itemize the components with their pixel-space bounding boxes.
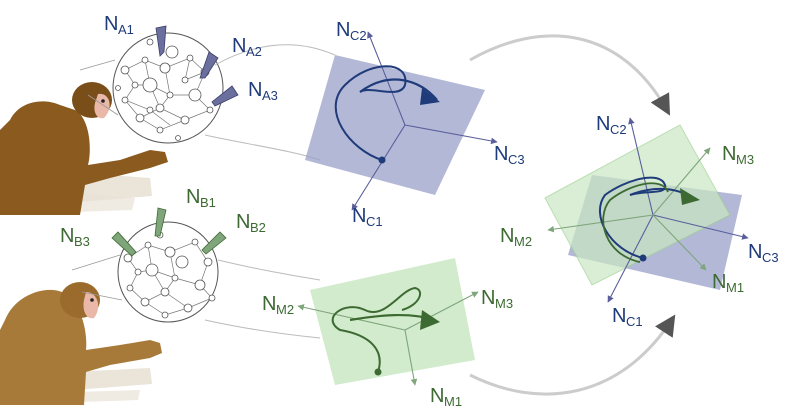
svg-text:N: N [748,241,762,263]
label-nm2-right: N M2 [500,225,532,249]
svg-text:C1: C1 [626,314,643,329]
svg-text:N: N [430,385,444,407]
svg-text:C1: C1 [366,214,383,229]
monkey-b-illustration [0,282,162,405]
label-nc1-right: N C1 [612,305,643,329]
svg-text:N: N [612,305,626,327]
svg-text:N: N [494,143,508,165]
svg-text:B1: B1 [200,195,216,210]
svg-text:N: N [500,225,514,247]
label-na2: N A2 [232,35,262,59]
svg-text:N: N [712,271,726,293]
label-nb1: N B1 [186,186,216,210]
neural-network-circle-b [71,207,321,339]
monkey-a-illustration [0,82,168,215]
svg-text:A1: A1 [118,22,134,37]
svg-text:N: N [186,186,200,208]
svg-text:N: N [236,211,250,233]
label-na1: N A1 [104,13,134,37]
svg-text:N: N [722,143,736,165]
svg-text:N: N [262,293,276,315]
neural-manifold-plane-m [297,258,479,386]
neural-manifold-plane-c [305,31,498,211]
label-nc2-top: N C2 [336,19,367,43]
label-nm1-bottom: N M1 [430,385,462,409]
aligned-manifolds [544,117,749,303]
label-nb2: N B2 [236,211,266,235]
neural-network-circle-a [79,25,336,161]
label-nb3: N B3 [60,225,90,249]
svg-text:N: N [352,205,366,227]
svg-text:C2: C2 [350,28,367,43]
svg-text:N: N [60,225,74,247]
label-na3: N A3 [248,79,278,103]
svg-text:N: N [104,13,118,35]
svg-text:C2: C2 [610,122,627,137]
label-nm1-right: N M1 [712,271,744,295]
alignment-arrows [469,34,676,396]
svg-text:M1: M1 [726,280,744,295]
svg-text:N: N [481,287,495,309]
label-nc2-right: N C2 [596,113,627,137]
svg-text:N: N [232,35,246,57]
svg-text:N: N [596,113,610,135]
svg-text:N: N [336,19,350,41]
svg-text:N: N [248,79,262,101]
svg-text:B3: B3 [74,234,90,249]
svg-text:C3: C3 [762,250,779,265]
label-nm2-bottom: N M2 [262,293,294,317]
label-nc1-top: N C1 [352,205,383,229]
svg-text:C3: C3 [508,152,525,167]
svg-text:B2: B2 [250,220,266,235]
label-nm3-right: N M3 [722,143,754,167]
svg-text:M3: M3 [495,296,513,311]
svg-text:A3: A3 [262,88,278,103]
label-nc3-right: N C3 [748,241,779,265]
svg-text:A2: A2 [246,44,262,59]
svg-text:M2: M2 [276,302,294,317]
label-nc3-top: N C3 [494,143,525,167]
svg-text:M2: M2 [514,234,532,249]
svg-text:M3: M3 [736,152,754,167]
label-nm3-bottom: N M3 [481,287,513,311]
svg-text:M1: M1 [444,394,462,409]
